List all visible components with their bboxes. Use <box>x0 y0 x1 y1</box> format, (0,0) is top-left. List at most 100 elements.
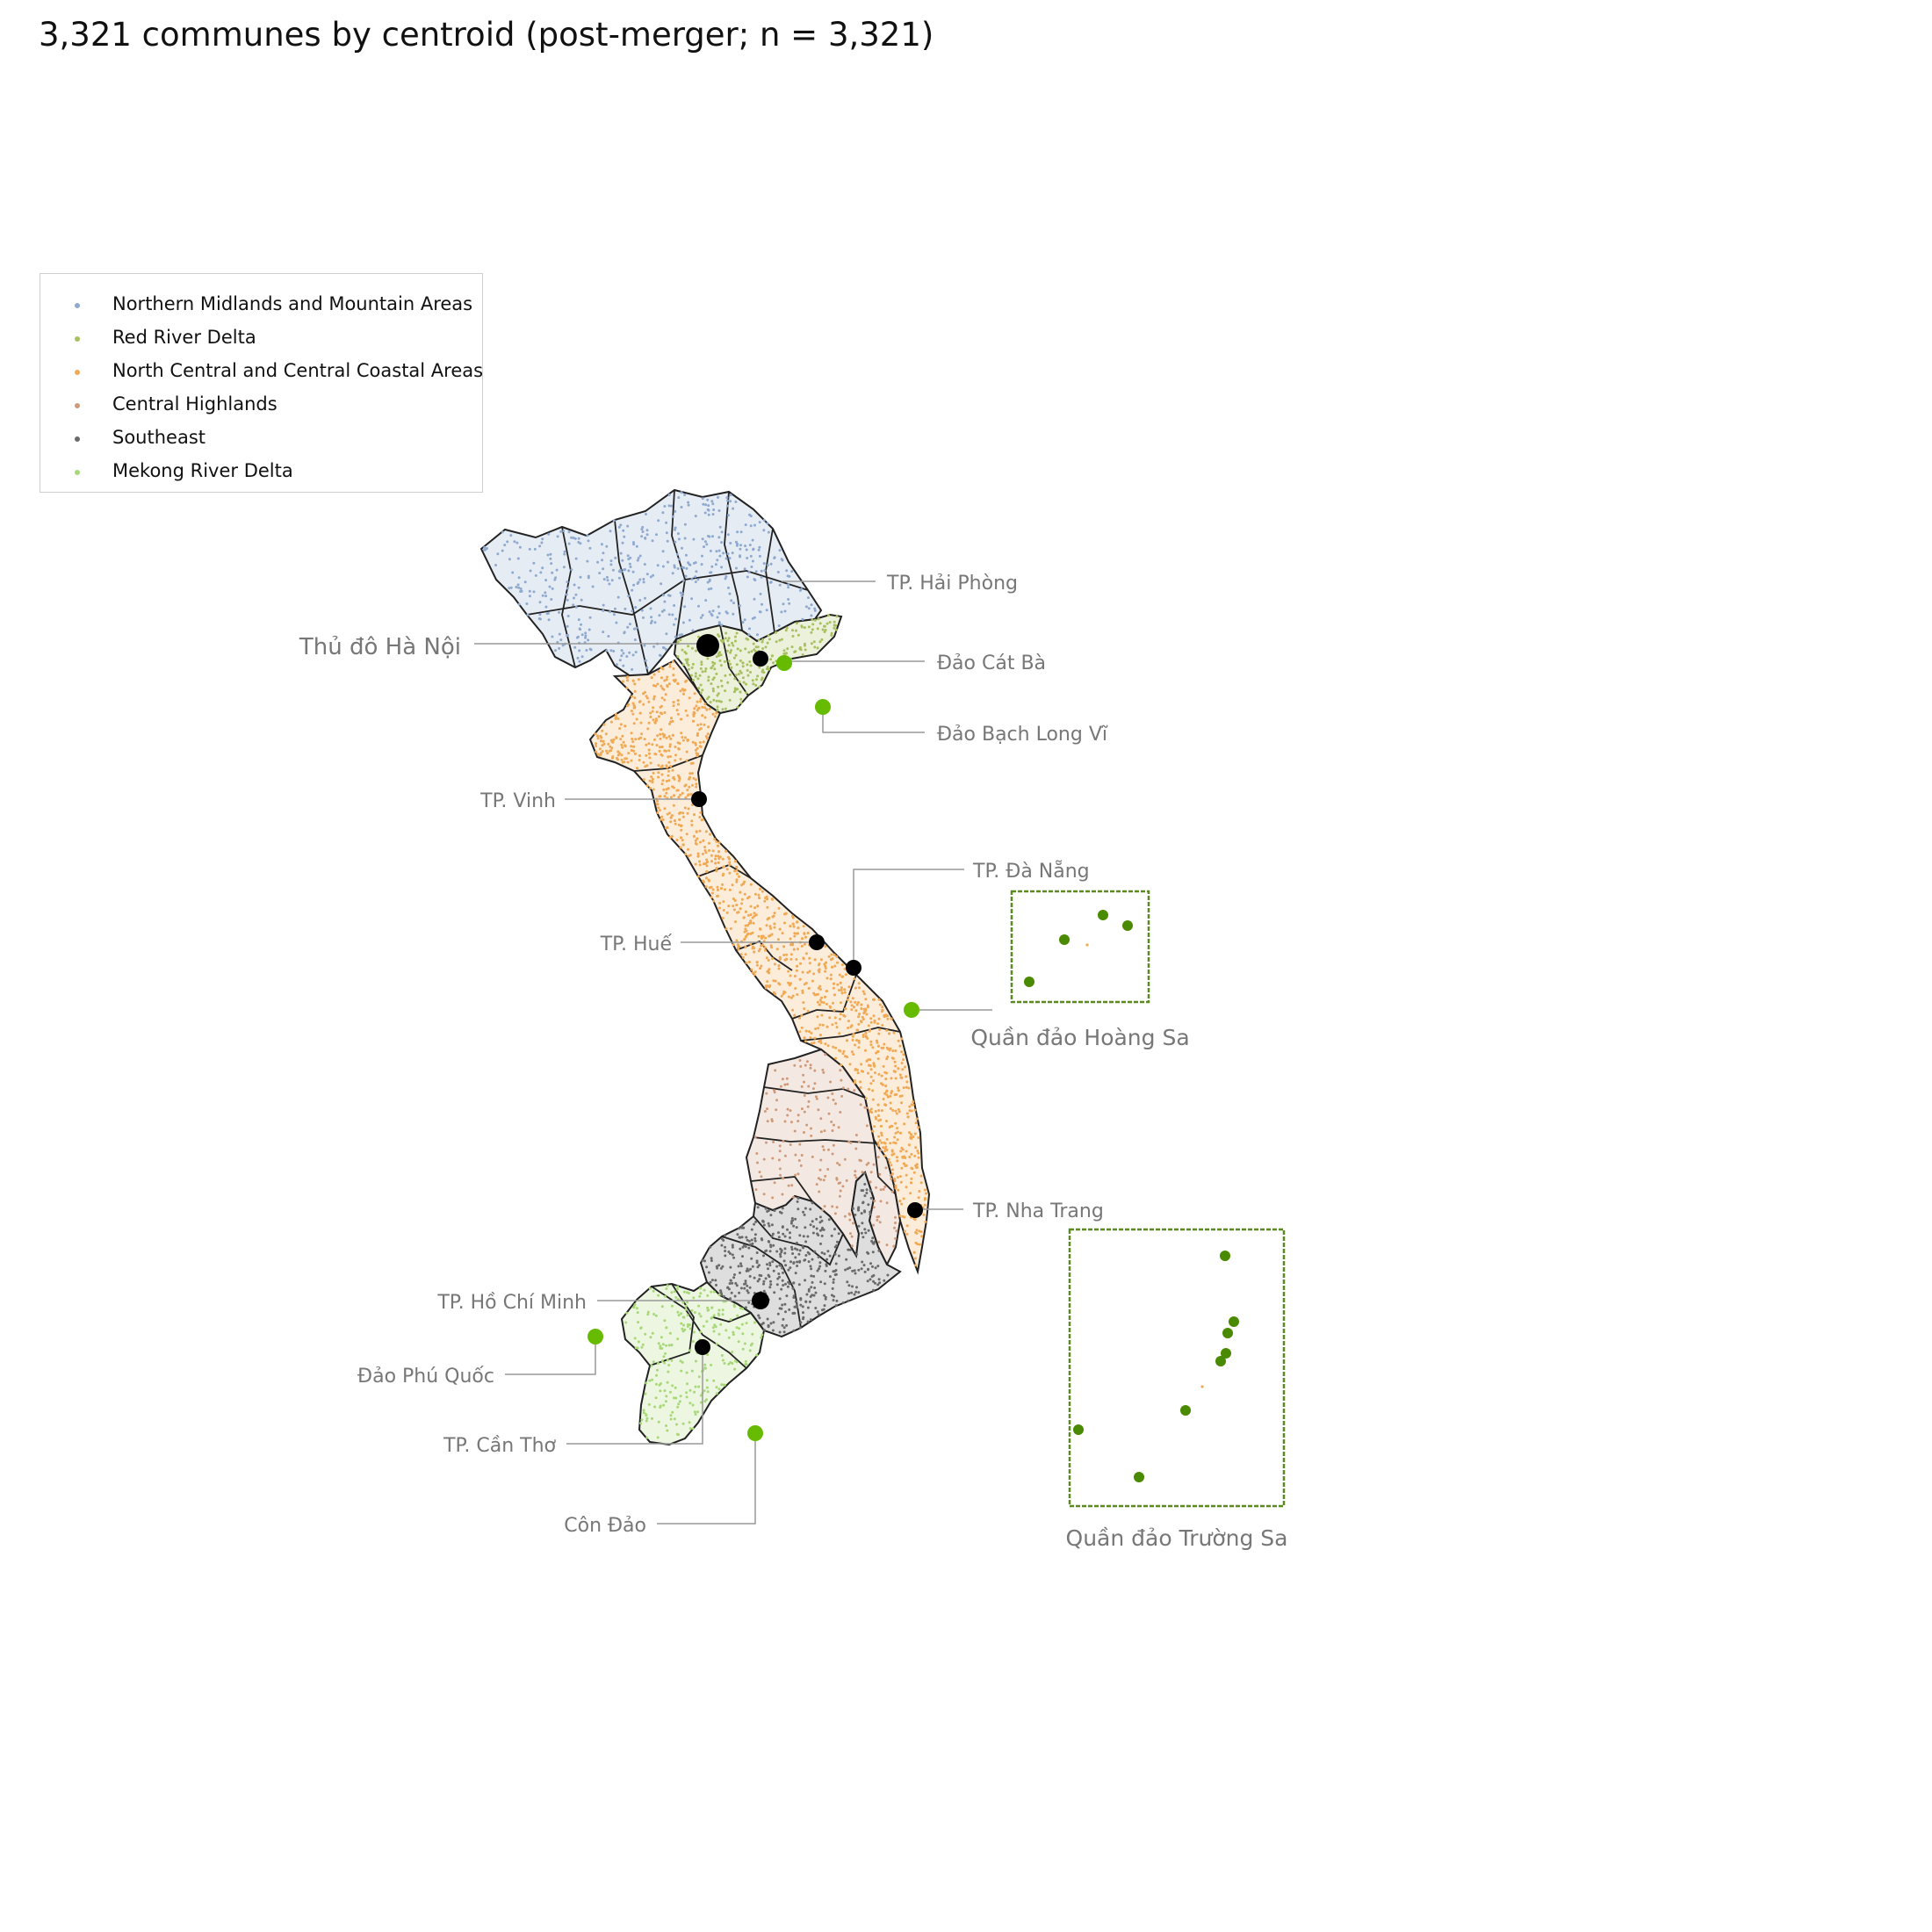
commune-dot <box>823 624 825 628</box>
commune-dot <box>785 1294 789 1298</box>
commune-dot <box>683 605 687 609</box>
commune-dot <box>630 745 633 748</box>
commune-dot <box>868 1087 870 1091</box>
commune-dot <box>843 1014 847 1018</box>
commune-dot <box>782 1317 785 1321</box>
commune-dot <box>617 525 621 529</box>
commune-dot <box>787 995 790 998</box>
commune-dot <box>602 578 606 581</box>
commune-dot <box>532 590 536 594</box>
commune-dot <box>699 1394 703 1397</box>
commune-dot <box>739 1271 741 1274</box>
commune-dot <box>664 1352 667 1355</box>
commune-dot <box>897 1188 900 1192</box>
commune-dot <box>691 1340 695 1343</box>
commune-dot <box>736 705 739 709</box>
commune-dot <box>892 1141 896 1144</box>
commune-dot <box>744 1245 747 1248</box>
commune-dot <box>860 1063 863 1066</box>
commune-dot <box>744 935 747 939</box>
commune-dot <box>734 674 738 677</box>
commune-dot <box>698 863 702 867</box>
commune-dot <box>862 992 866 996</box>
commune-dot <box>857 1001 860 1004</box>
commune-dot <box>693 692 696 696</box>
commune-dot <box>766 905 769 909</box>
commune-dot <box>881 1024 884 1027</box>
commune-dot <box>755 678 758 681</box>
commune-dot <box>839 1189 842 1193</box>
commune-dot <box>717 621 721 624</box>
commune-dot <box>711 678 715 681</box>
commune-dot <box>631 653 635 657</box>
commune-dot <box>739 690 742 694</box>
province-border-line <box>873 1139 897 1195</box>
commune-dot <box>811 1201 814 1205</box>
commune-dot <box>727 586 730 589</box>
commune-dot <box>659 705 662 709</box>
commune-dot <box>578 660 581 663</box>
commune-dot <box>566 598 569 602</box>
commune-dot <box>673 623 675 626</box>
commune-dot <box>724 927 728 931</box>
commune-dot <box>657 1294 660 1297</box>
commune-dot <box>746 932 750 935</box>
commune-dot <box>596 734 600 738</box>
commune-dot <box>738 1291 741 1294</box>
commune-dot <box>845 1179 848 1182</box>
commune-dot <box>696 837 699 840</box>
commune-dot <box>797 1159 801 1162</box>
commune-dot <box>681 595 683 597</box>
commune-dot <box>739 701 743 704</box>
commune-dot <box>712 1379 716 1382</box>
commune-dot <box>724 1250 727 1252</box>
commune-dot <box>784 1264 788 1267</box>
commune-dot <box>558 632 561 636</box>
commune-dot <box>910 1136 913 1140</box>
commune-dot <box>711 888 715 891</box>
island-marker <box>1098 910 1108 920</box>
commune-dot <box>662 1355 666 1359</box>
commune-dot <box>647 748 651 752</box>
commune-dot <box>645 743 648 746</box>
commune-dot <box>865 1013 869 1016</box>
commune-dot <box>781 1266 784 1270</box>
commune-dot <box>762 562 766 566</box>
commune-dot <box>681 815 685 818</box>
commune-dot <box>824 995 827 998</box>
commune-dot <box>686 794 689 797</box>
commune-dot <box>747 1301 751 1304</box>
commune-dot <box>876 1050 880 1053</box>
commune-dot <box>877 1135 881 1138</box>
inset-frame <box>1010 890 1150 1004</box>
commune-dot <box>600 736 603 739</box>
commune-dot <box>792 1224 796 1228</box>
commune-dot <box>883 1015 886 1019</box>
commune-dot <box>651 1331 654 1335</box>
commune-dot <box>813 1250 817 1253</box>
commune-dot <box>697 604 700 608</box>
commune-dot <box>756 905 760 908</box>
commune-dot <box>864 1231 868 1235</box>
commune-dot <box>818 984 822 988</box>
commune-dot <box>775 640 778 644</box>
commune-dot <box>638 578 642 581</box>
commune-dot <box>861 1171 864 1174</box>
commune-dot <box>729 1318 732 1322</box>
commune-dot <box>802 1317 804 1321</box>
commune-dot <box>809 1208 812 1211</box>
commune-dot <box>517 576 521 580</box>
commune-dot <box>803 1110 806 1114</box>
commune-dot <box>647 742 651 746</box>
commune-dot <box>866 1036 869 1040</box>
province-border-line <box>712 1312 752 1323</box>
commune-dot <box>720 624 723 627</box>
commune-dot <box>745 1322 748 1325</box>
commune-dot <box>910 1177 913 1180</box>
commune-dot <box>775 1265 779 1268</box>
commune-dot <box>645 1381 648 1385</box>
commune-dot <box>494 564 497 566</box>
commune-dot <box>818 1261 822 1265</box>
commune-dot <box>681 688 684 691</box>
commune-dot <box>671 768 674 772</box>
